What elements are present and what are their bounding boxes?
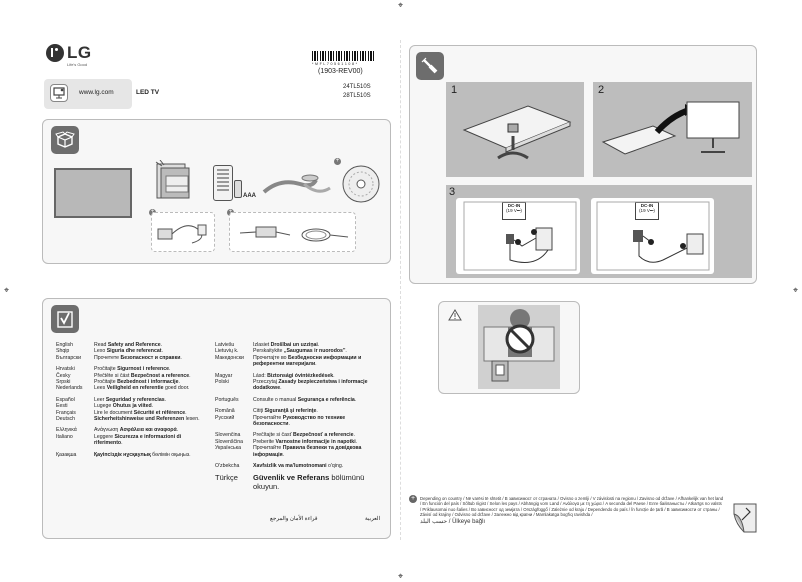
registration-mark-bottom: ⌖ [397, 571, 404, 581]
step3-right-card: DC-IN (19 V⎓) [591, 198, 714, 274]
step1-illustration [458, 100, 576, 170]
plus-circle-icon: + [409, 495, 417, 503]
registration-mark-left: ⌖ [3, 285, 10, 295]
arabic-text: قراءة الأمان والمرجع [270, 516, 318, 522]
step3-number: 3 [449, 186, 456, 198]
step2-number: 2 [598, 84, 605, 96]
step2-illustration [597, 96, 749, 174]
barcode [312, 51, 376, 61]
arabic-row: العربية قراءة الأمان والمرجع [270, 516, 380, 522]
country-note-text: Depending on country / Në varësi të shte… [420, 496, 724, 518]
lang-row: Lietuvių k.Perskaitykite „Saugumas ir nu… [215, 348, 347, 355]
revision-code: (1903-REV00) [318, 68, 363, 75]
registration-mark-right: ⌖ [792, 285, 799, 295]
battery-label: AAA [243, 193, 256, 199]
battery-icon [234, 180, 242, 198]
remote-illustration [213, 165, 233, 201]
country-note-end: حسب البلد / Ülkeye bağlı [420, 518, 486, 525]
country-note: + Depending on country / Në varësi të sh… [409, 495, 724, 526]
lg-logo-icon [46, 44, 64, 62]
lg-logo: LG Life's Good [46, 43, 146, 68]
screwdriver-icon [416, 52, 444, 80]
lg-logo-text: LG [67, 43, 92, 62]
adapter-kit-2 [229, 212, 356, 252]
arabic-lang-name: العربية [364, 516, 380, 522]
plus-icon-cd: + [334, 158, 341, 165]
fold-line [400, 40, 401, 540]
safety-reference-panel [42, 298, 391, 539]
barcode-number: * M F L 7 0 5 6 1 1 0 8 * [312, 62, 358, 66]
stand-illustration [260, 170, 334, 198]
website-url[interactable]: www.lg.com [79, 89, 114, 96]
checkmark-book-icon [51, 305, 79, 333]
registration-mark-top: ⌖ [397, 0, 404, 10]
step1-number: 1 [451, 84, 458, 96]
model-number-2: 28TL510S [343, 93, 371, 99]
page-curl-icon [730, 500, 760, 536]
adapter-kit-1 [151, 212, 215, 252]
manual-illustration [154, 159, 198, 200]
step3-left-card: DC-IN (19 V⎓) [456, 198, 580, 274]
box-icon [51, 126, 79, 154]
cd-illustration [341, 164, 381, 204]
warning-illustration [478, 305, 560, 389]
tv-illustration [54, 168, 132, 218]
warning-triangle-icon [448, 308, 462, 321]
website-box: www.lg.com [44, 79, 132, 109]
model-number-1: 24TL510S [343, 84, 371, 90]
monitor-icon [50, 84, 68, 102]
lg-tagline: Life's Good [67, 62, 88, 67]
product-type: LED TV [136, 89, 160, 96]
